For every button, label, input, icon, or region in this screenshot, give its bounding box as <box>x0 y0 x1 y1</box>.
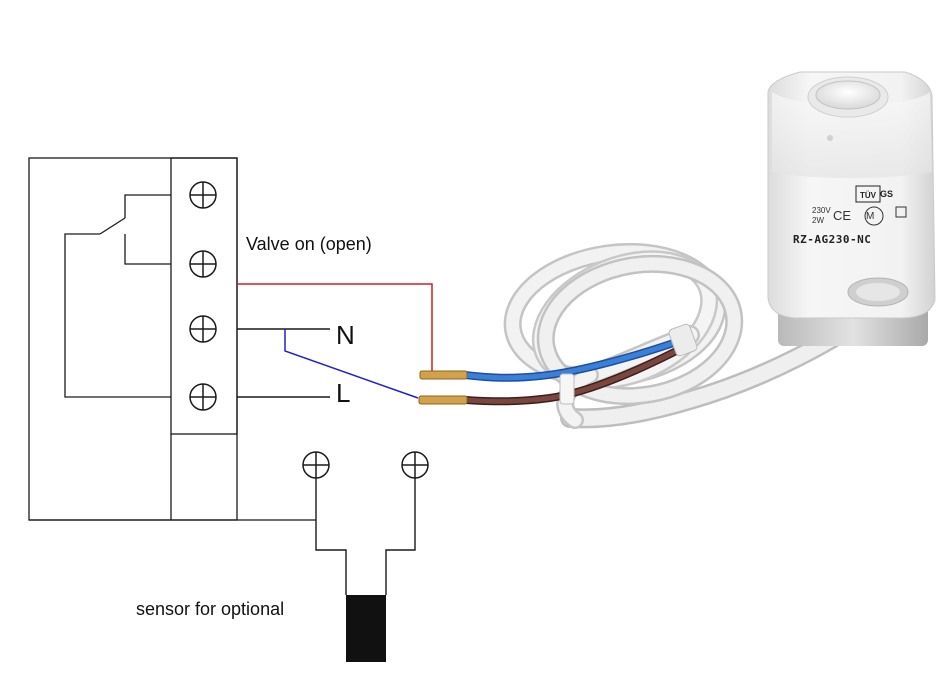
ce-mark: CE <box>833 208 852 223</box>
sensor-probe <box>346 595 386 662</box>
actuator-indicator-button <box>815 80 881 110</box>
tuv-mark: TÜV <box>860 191 876 200</box>
terminal-screw-icon <box>189 315 217 343</box>
gs-mark: GS <box>880 189 894 199</box>
sensor-label: sensor for optional <box>136 599 285 619</box>
m-mark: M <box>866 211 875 222</box>
terminal-screw-icon <box>401 451 429 479</box>
live-label: L <box>336 378 351 408</box>
actuator-body <box>767 71 936 346</box>
valve-on-label: Valve on (open) <box>246 234 372 254</box>
cable-tie <box>559 373 575 405</box>
terminal-screw-icon <box>189 181 217 209</box>
terminal-block <box>170 157 238 435</box>
neutral-label: N <box>336 320 355 350</box>
sensor-right-lead <box>385 478 416 595</box>
sensor-left-lead <box>315 478 347 595</box>
relay-contact-icon <box>64 194 171 398</box>
neutral-to-actuator-wire <box>284 329 419 399</box>
voltage-rating: 230V <box>812 206 831 215</box>
actuator-model-label: RZ-AG230-NC <box>793 233 872 246</box>
cable-sheath-end <box>668 323 698 357</box>
terminal-screw-icon <box>302 451 330 479</box>
actuator-inner-wires <box>461 334 692 406</box>
terminal-screw-icon <box>189 383 217 411</box>
terminal-screw-icon <box>189 250 217 278</box>
wire-ferrule <box>419 370 468 380</box>
valve-on-wire <box>237 283 433 375</box>
wire-ferrule <box>418 395 468 405</box>
power-rating: 2W <box>812 216 824 225</box>
